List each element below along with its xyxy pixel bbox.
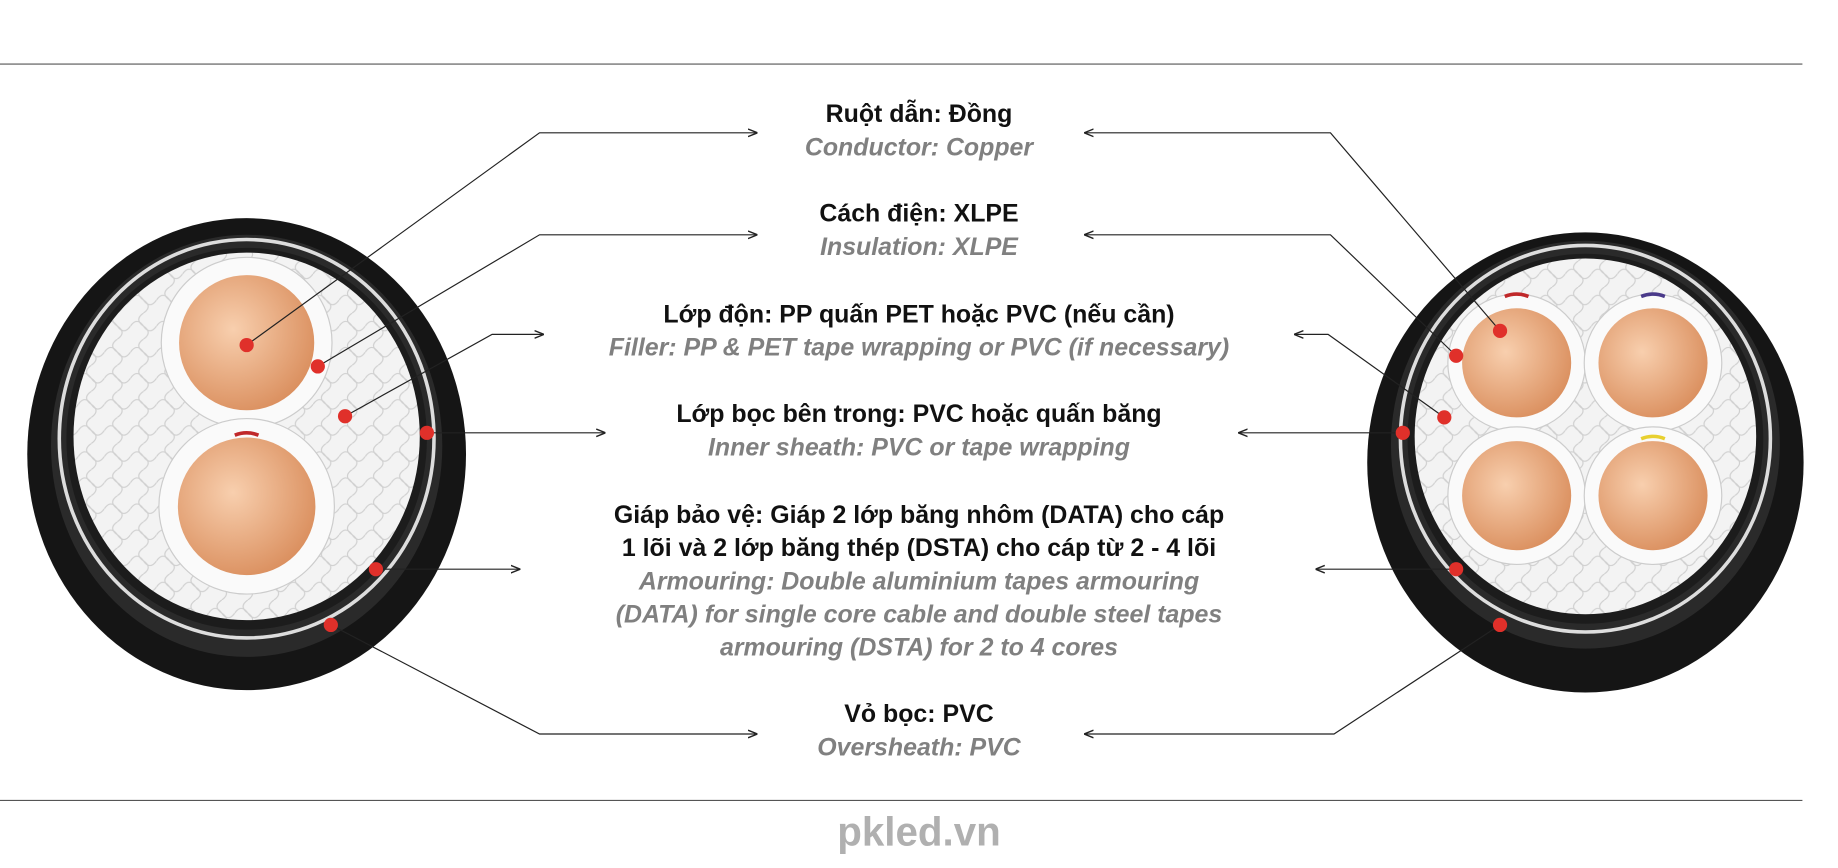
label-en: (DATA) for single core cable and double … [615, 601, 1223, 629]
marker-dots [239, 323, 1508, 633]
cable-4-core [1367, 232, 1804, 693]
watermark: pkled.vn [837, 809, 1001, 855]
label-oversheath: Vỏ bọc: PVC Oversheath: PVC [522, 698, 1316, 764]
leader-lines [246, 133, 1501, 734]
label-en: Conductor: Copper [804, 133, 1034, 162]
label-conductor: Ruột dẫn: Đồng Conductor: Copper [522, 98, 1316, 164]
label-en: Oversheath: PVC [817, 734, 1021, 762]
label-vi: Cách điện: XLPE [819, 200, 1019, 228]
label-en: Armouring: Double aluminium tapes armour… [638, 567, 1200, 596]
label-inner-sheath: Lớp bọc bên trong: PVC hoặc quấn băng In… [522, 398, 1316, 464]
label-vi: Giáp bảo vệ: Giáp 2 lớp băng nhôm (DATA)… [613, 501, 1225, 529]
label-filler: Lớp độn: PP quấn PET hoặc PVC (nếu cần) … [522, 299, 1316, 365]
label-en: Insulation: XLPE [820, 233, 1018, 261]
label-vi: Ruột dẫn: Đồng [825, 100, 1013, 129]
label-en: Inner sheath: PVC or tape wrapping [707, 434, 1130, 462]
label-vi: Lớp bọc bên trong: PVC hoặc quấn băng [676, 400, 1162, 429]
label-vi: Lớp độn: PP quấn PET hoặc PVC (nếu cần) [663, 301, 1175, 329]
label-vi: Vỏ bọc: PVC [844, 700, 994, 729]
label-en: Filler: PP & PET tape wrapping or PVC (i… [608, 334, 1230, 362]
label-en: armouring (DSTA) for 2 to 4 cores [719, 634, 1119, 662]
label-insulation: Cách điện: XLPE Insulation: XLPE [522, 198, 1316, 264]
label-vi: 1 lõi và 2 lớp băng thép (DSTA) cho cáp … [621, 534, 1217, 563]
cable-2-core [27, 218, 467, 691]
label-armouring: Giáp bảo vệ: Giáp 2 lớp băng nhôm (DATA)… [522, 499, 1316, 665]
